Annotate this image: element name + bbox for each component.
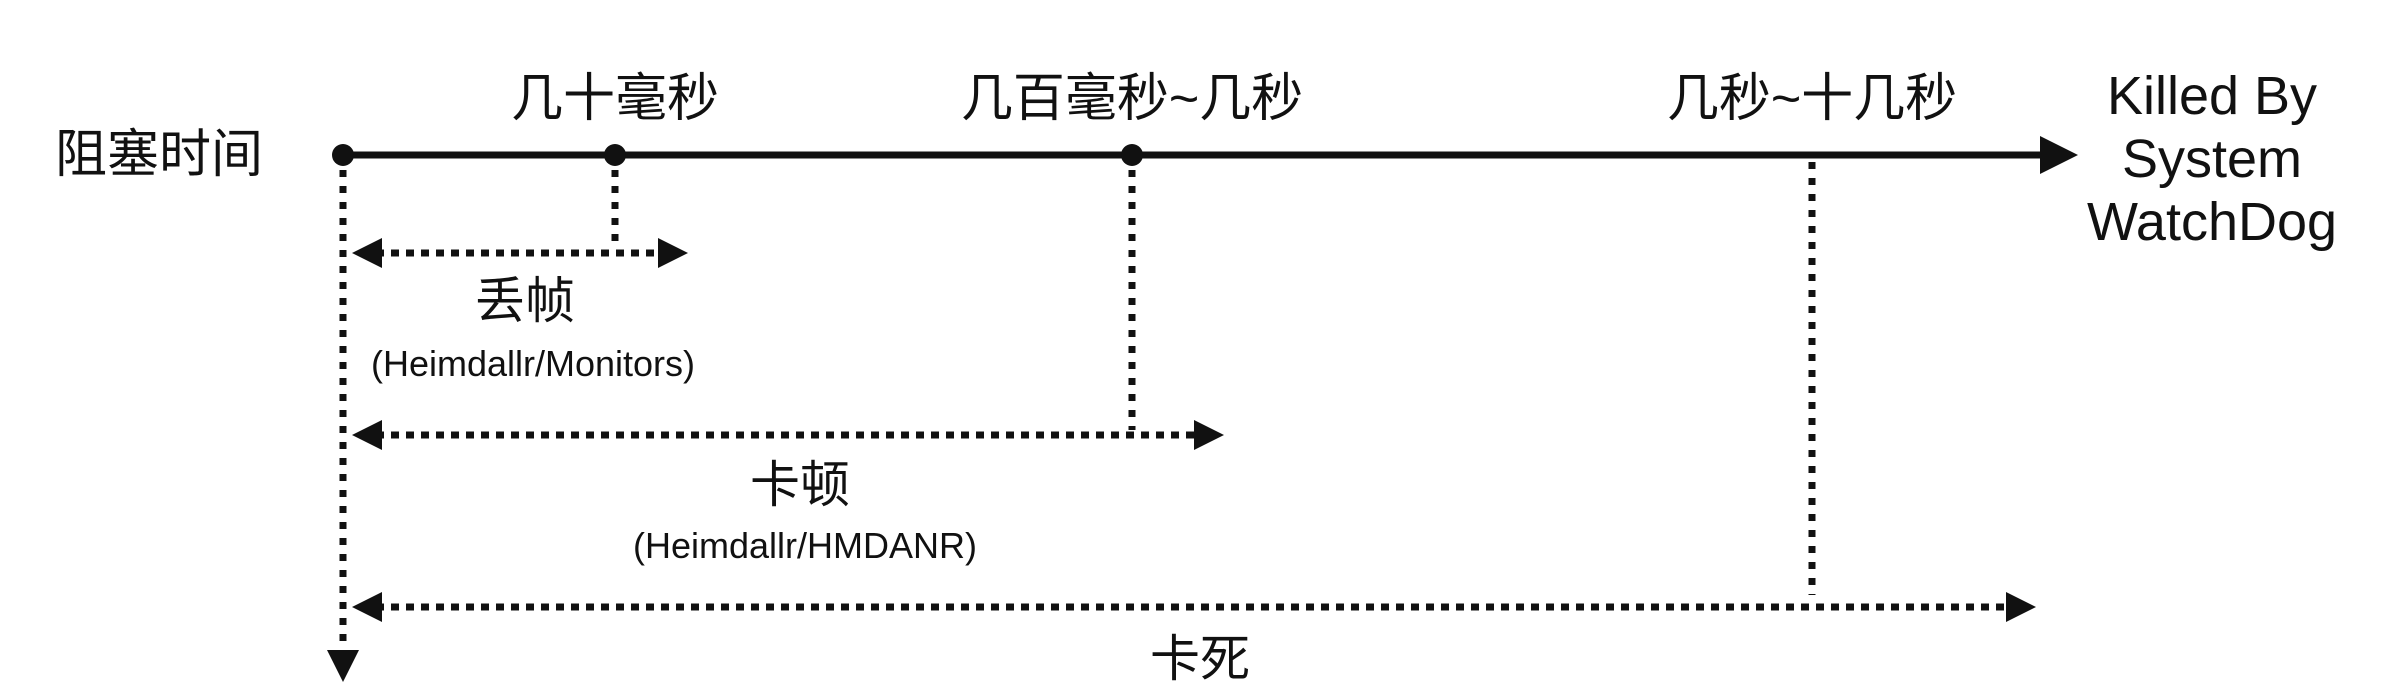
- timeline-arrowhead-icon: [2040, 136, 2078, 174]
- range-frame-drop-right-arrowhead-icon: [658, 238, 688, 268]
- tick-label-tens-ms: 几十毫秒: [511, 70, 719, 128]
- range-frame-drop-monitor: (Heimdallr/Monitors): [371, 343, 695, 384]
- range-freeze: 卡死: [352, 592, 2036, 684]
- range-frame-drop: 丢帧 (Heimdallr/Monitors): [352, 238, 695, 384]
- range-frame-drop-left-arrowhead-icon: [352, 238, 382, 268]
- axis-start-label: 阻塞时间: [55, 126, 263, 184]
- axis-dot-hundreds-ms: [1121, 144, 1143, 166]
- range-freeze-name: 卡死: [1150, 631, 1250, 684]
- tick-label-seconds: 几秒~十几秒: [1667, 70, 1957, 128]
- range-freeze-left-arrowhead-icon: [352, 592, 382, 622]
- tick-label-hundreds-ms: 几百毫秒~几秒: [961, 70, 1303, 128]
- range-frame-drop-name: 丢帧: [475, 273, 575, 329]
- axis-end-label-line-2: System: [2122, 129, 2302, 189]
- axis-end-label-line-1: Killed By: [2107, 66, 2317, 126]
- axis-dot-start: [332, 144, 354, 166]
- range-lag-right-arrowhead-icon: [1194, 420, 1224, 450]
- range-lag-name: 卡顿: [750, 457, 850, 513]
- range-lag-monitor: (Heimdallr/HMDANR): [633, 525, 977, 566]
- range-lag-left-arrowhead-icon: [352, 420, 382, 450]
- range-freeze-right-arrowhead-icon: [2006, 592, 2036, 622]
- guide-line-start-down-arrowhead-icon: [327, 650, 359, 682]
- range-lag: 卡顿 (Heimdallr/HMDANR): [352, 420, 1224, 566]
- axis-dot-tens-ms: [604, 144, 626, 166]
- axis-end-label: Killed By System WatchDog: [2087, 66, 2337, 252]
- axis-end-label-line-3: WatchDog: [2087, 192, 2337, 252]
